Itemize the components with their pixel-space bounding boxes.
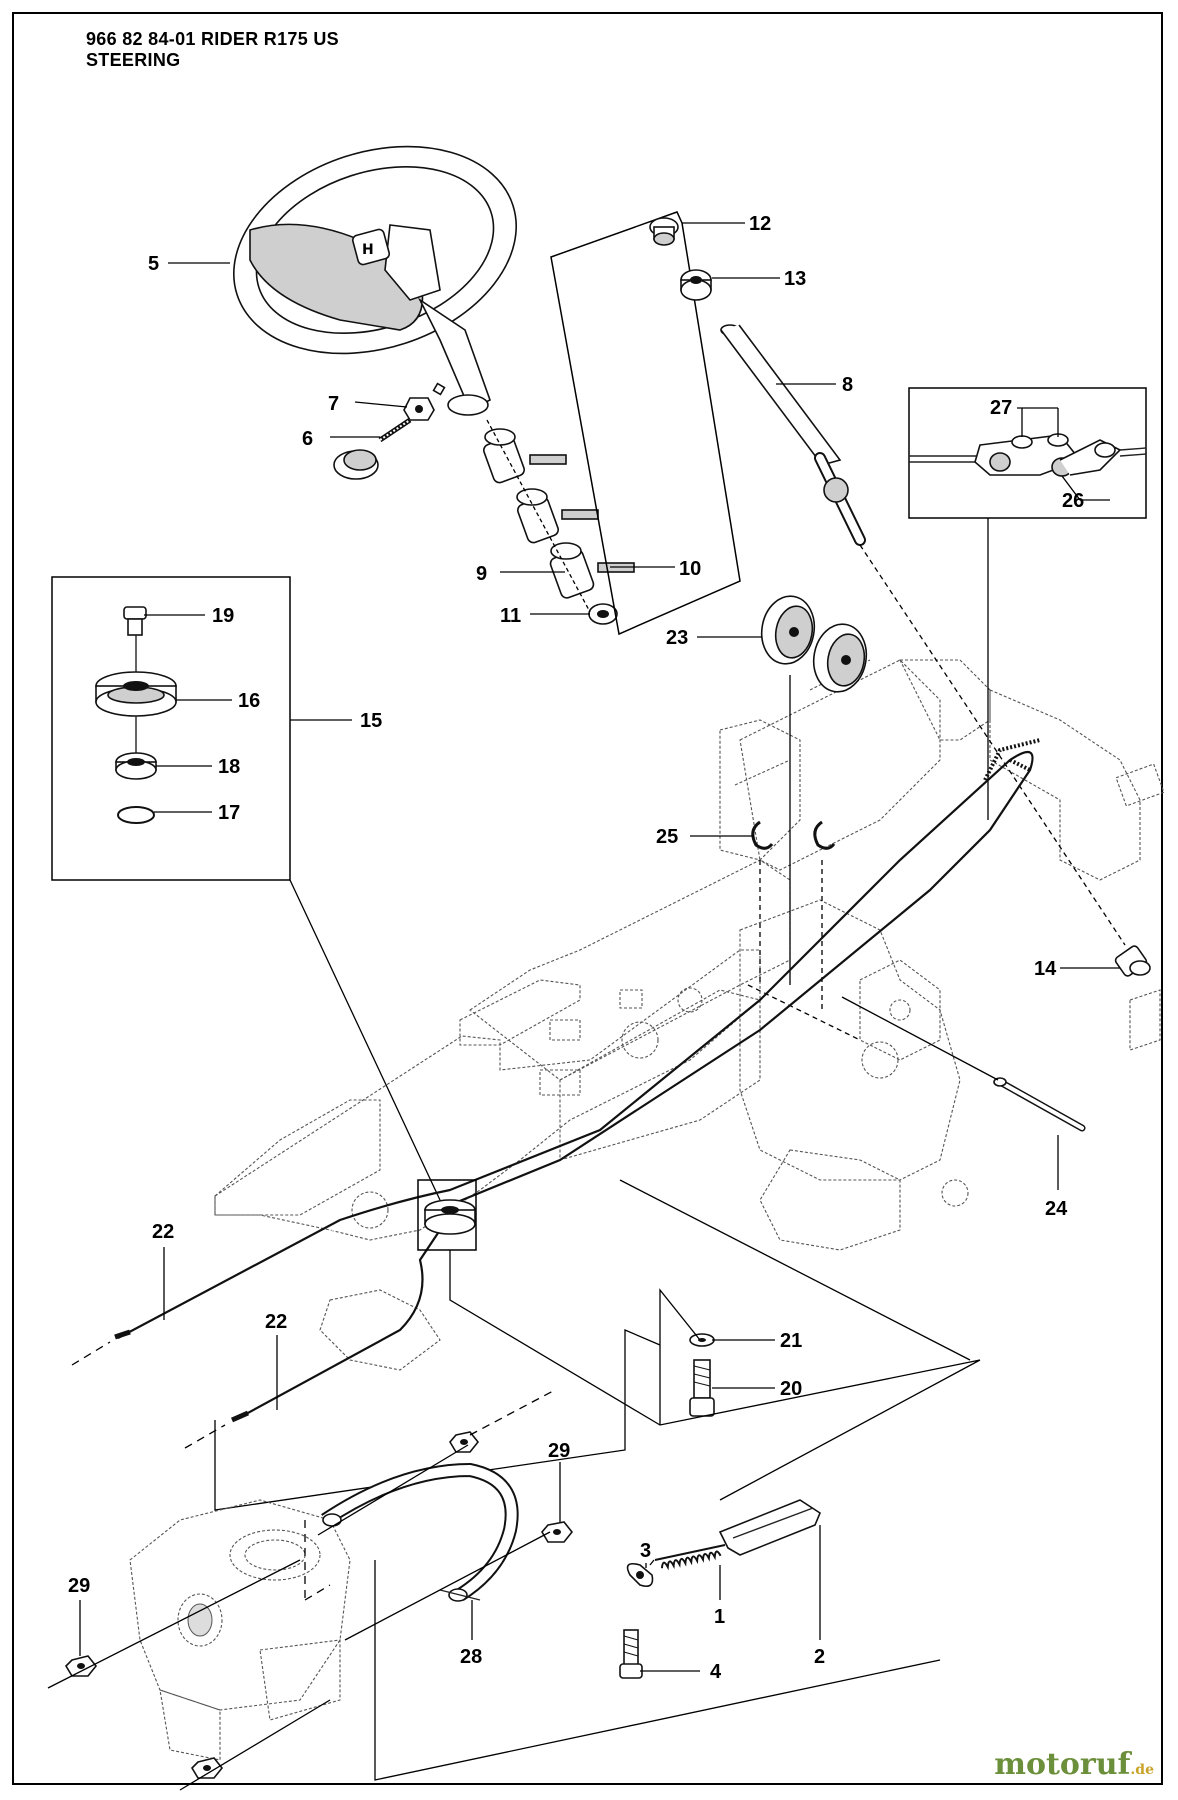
leader-nut-d	[179, 1699, 331, 1791]
pin-24	[993, 1077, 1086, 1132]
callout-5: 5	[148, 253, 159, 275]
e-clips	[751, 820, 836, 850]
guide-pulleys	[760, 595, 868, 693]
callout-leaders	[79, 222, 1120, 1672]
callout-14: 14	[1034, 958, 1057, 980]
chain-link-detail	[909, 433, 1147, 477]
callout-20: 20	[780, 1378, 802, 1400]
group-box-chain-link	[908, 387, 1147, 519]
bushings-12-13	[649, 217, 712, 301]
leader-nut-b	[344, 1531, 551, 1641]
leader-pin	[841, 996, 999, 1081]
leader-nut-c	[47, 1559, 301, 1689]
steering-strap	[321, 1462, 519, 1602]
callout-27: 27	[990, 397, 1012, 419]
steering-gear-housing	[129, 1499, 351, 1761]
bolt-14	[1114, 945, 1151, 977]
diagram-border	[12, 12, 1163, 1785]
pulley-assembly-parts	[95, 606, 177, 824]
diagram-subtitle: STEERING	[86, 50, 181, 70]
watermark-name: motoruf	[994, 1747, 1131, 1782]
callout-18: 18	[218, 756, 240, 778]
cap-part	[333, 449, 379, 480]
callout-28: 28	[460, 1646, 482, 1668]
shaft-couplers	[483, 419, 635, 625]
steering-shaft	[720, 324, 1126, 946]
nut-dash	[469, 1389, 556, 1436]
steering-cable	[114, 738, 1041, 1423]
callout-29-left: 29	[68, 1575, 90, 1597]
callout-21: 21	[780, 1330, 802, 1352]
callout-6: 6	[302, 428, 313, 450]
frame-pulley	[417, 1179, 477, 1251]
lower-leader-lines	[214, 1179, 981, 1781]
diagram-title: 966 82 84-01 RIDER R175 US	[86, 29, 339, 49]
callout-10: 10	[679, 558, 701, 580]
group-box-pulley	[51, 576, 291, 881]
callout-26: 26	[1062, 490, 1084, 512]
callout-9: 9	[476, 563, 487, 585]
callout-2: 2	[814, 1646, 825, 1668]
callout-3: 3	[640, 1540, 651, 1562]
callout-1: 1	[714, 1606, 725, 1628]
svg-text:H: H	[362, 242, 374, 258]
callout-8: 8	[842, 374, 853, 396]
watermark-tld: .de	[1130, 1762, 1154, 1778]
nut-and-bolt-6-7	[378, 382, 446, 443]
cable-end-dash-a	[71, 1341, 111, 1366]
callout-23: 23	[666, 627, 688, 649]
callout-29-right: 29	[548, 1440, 570, 1462]
callout-24: 24	[1045, 1198, 1068, 1220]
nuts-29	[64, 1431, 574, 1779]
leader-nut-a	[317, 1444, 469, 1536]
callout-12: 12	[749, 213, 771, 235]
housing-dash-b	[304, 1584, 331, 1601]
callout-22-upper: 22	[152, 1221, 174, 1243]
callout-15: 15	[360, 710, 382, 732]
spring-assembly	[619, 1499, 821, 1679]
callout-19: 19	[212, 605, 234, 627]
callout-4: 4	[710, 1661, 722, 1683]
washer-and-bolt-20-21	[689, 1333, 715, 1417]
callout-13: 13	[784, 268, 806, 290]
callout-25: 25	[656, 826, 678, 848]
watermark-logo: motoruf.de	[994, 1747, 1154, 1782]
steering-wheel: H	[233, 145, 517, 416]
callout-17: 17	[218, 802, 240, 824]
callout-16: 16	[238, 690, 260, 712]
callout-22-lower: 22	[265, 1311, 287, 1333]
callout-7: 7	[328, 393, 339, 415]
callout-labels: 5 12 13 8 7 6 27 26 9 10 11 19 16 15 18 …	[68, 213, 1084, 1683]
cable-end-dash-b	[184, 1424, 226, 1449]
leader-pulley-box	[289, 879, 441, 1201]
callout-11: 11	[500, 605, 521, 627]
